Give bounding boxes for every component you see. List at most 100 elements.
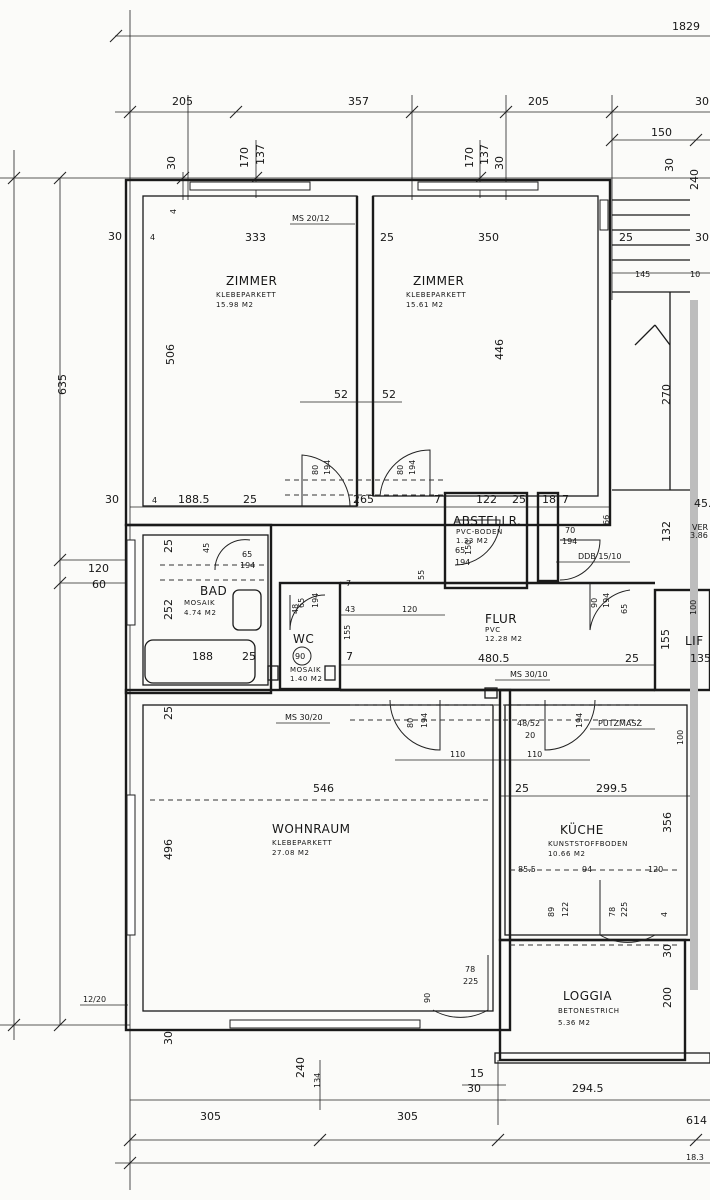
- note-ddb: DDB 15/10: [578, 552, 621, 561]
- room-name: ZIMMER: [413, 274, 464, 288]
- dim-label: 45: [202, 543, 211, 553]
- dim-label: 30: [105, 493, 119, 506]
- dim-label: 65: [242, 550, 252, 559]
- dim-label: 170: [238, 147, 251, 168]
- note-putzmasz: PUTZMASZ: [598, 719, 643, 728]
- room-name: FLUR: [485, 612, 517, 626]
- dim-label: 18.3: [686, 1153, 704, 1162]
- dim-label: 194: [420, 713, 429, 728]
- dim-label: 496: [162, 839, 175, 860]
- dim-label: 30: [467, 1082, 481, 1095]
- dim-label: 135: [690, 652, 710, 665]
- dims-horizontal: 1829 205 357 205 30 150 30 4 333 25 350 …: [88, 20, 710, 1162]
- dim-label: 30: [661, 944, 674, 958]
- dim-label: 30: [108, 230, 122, 243]
- dim-label: 25: [162, 706, 175, 720]
- dim-label: 120: [648, 865, 663, 874]
- dim-label: 100: [676, 730, 685, 745]
- dim-label: 480.5: [478, 652, 510, 665]
- dim-label: 299.5: [596, 782, 628, 795]
- dim-label: 7: [562, 493, 569, 506]
- dim-label: 89: [547, 907, 556, 917]
- dim-label: 65: [455, 546, 465, 555]
- dim-label: 357: [348, 95, 369, 108]
- dim-label: 194: [240, 561, 255, 570]
- room-name: WOHNRAUM: [272, 822, 351, 836]
- dim-label: 43: [345, 605, 355, 614]
- dim-label: 94: [582, 865, 592, 874]
- dims-vertical: 635 30 170 137 170 137 30 240 30 4 506 4…: [56, 144, 701, 1088]
- dim-label: 25: [625, 652, 639, 665]
- dim-label: 3.86: [690, 531, 708, 540]
- stairwell: [612, 199, 698, 990]
- dim-label: 85.5: [518, 865, 536, 874]
- room-floor: BETONESTRICH: [558, 1007, 620, 1015]
- dim-label: 134: [313, 1073, 322, 1088]
- dim-label: 52: [382, 388, 396, 401]
- dim-label: 55: [417, 570, 426, 580]
- room-zimmer-1: ZIMMER KLEBEPARKETT 15.98 M2: [216, 274, 277, 309]
- dim-label: 350: [478, 231, 499, 244]
- dim-label: 225: [620, 902, 629, 917]
- dim-label: 78: [608, 907, 617, 917]
- dim-label: 155: [343, 625, 352, 640]
- note-fold: 48/52: [517, 719, 540, 728]
- room-floor: KLEBEPARKETT: [216, 291, 276, 299]
- dim-label: 120: [402, 605, 417, 614]
- dim-label: 10: [690, 270, 700, 279]
- dim-label: 137: [254, 144, 267, 165]
- dim-label: 252: [162, 599, 175, 620]
- note-lif: LIF: [685, 634, 704, 648]
- dim-label: 7: [346, 579, 351, 588]
- dim-label: 194: [602, 593, 611, 608]
- dim-label: 356: [661, 812, 674, 833]
- dim-label: 78: [465, 965, 475, 974]
- dim-label: 614: [686, 1114, 707, 1127]
- dim-label: 155: [659, 629, 672, 650]
- annotations: MS 20/12 MS 30/20 MS 30/10 DDB 15/10 PUT…: [80, 214, 709, 1006]
- dim-label: 194: [455, 558, 470, 567]
- dim-label: 30: [165, 156, 178, 170]
- dim-label: 635: [56, 374, 69, 395]
- dim-label: 30: [493, 156, 506, 170]
- room-floor: PVC: [485, 626, 501, 634]
- dim-label: 25: [243, 493, 257, 506]
- room-name: ABSTELLR.: [453, 514, 521, 528]
- dim-label: 4: [169, 209, 178, 214]
- dim-label: 80: [406, 718, 415, 728]
- room-area: 4.74 M2: [184, 609, 217, 617]
- room-name: LOGGIA: [563, 989, 612, 1003]
- room-zimmer-2: ZIMMER KLEBEPARKETT 15.61 M2: [406, 274, 466, 309]
- room-floor: PVC-BODEN: [456, 528, 503, 536]
- dim-label: 45.5: [694, 497, 710, 510]
- room-area: 5.36 M2: [558, 1019, 591, 1027]
- room-area: 27.08 M2: [272, 849, 310, 857]
- dim-label: 132: [660, 521, 673, 542]
- dim-label: 194: [408, 460, 417, 475]
- dim-label: 270: [660, 384, 673, 405]
- note-ms-30-20: MS 30/20: [285, 713, 323, 722]
- dim-label: 150: [651, 126, 672, 139]
- dim-label: 122: [561, 902, 570, 917]
- room-area: 15.61 M2: [406, 301, 444, 309]
- dim-label: 446: [493, 339, 506, 360]
- dim-label: 20: [525, 731, 535, 740]
- dim-label: 65: [297, 598, 306, 608]
- dim-label: 90: [423, 993, 432, 1003]
- dim-label: 80: [396, 465, 405, 475]
- dim-label: 240: [688, 169, 701, 190]
- dim-label: 110: [527, 750, 542, 759]
- dim-label: 188.5: [178, 493, 210, 506]
- dim-label: 546: [313, 782, 334, 795]
- dim-label: 66: [602, 515, 611, 525]
- dim-label: 30: [695, 95, 709, 108]
- dim-label: 305: [200, 1110, 221, 1123]
- room-wohnraum: WOHNRAUM KLEBEPARKETT 27.08 M2: [272, 822, 351, 857]
- room-bad: BAD MOSAIK 4.74 M2: [184, 584, 227, 617]
- dim-label: 4: [660, 912, 669, 917]
- dim-label: 15: [470, 1067, 484, 1080]
- fixtures: [144, 589, 498, 699]
- room-name: ZIMMER: [226, 274, 277, 288]
- dim-label: 18: [542, 493, 556, 506]
